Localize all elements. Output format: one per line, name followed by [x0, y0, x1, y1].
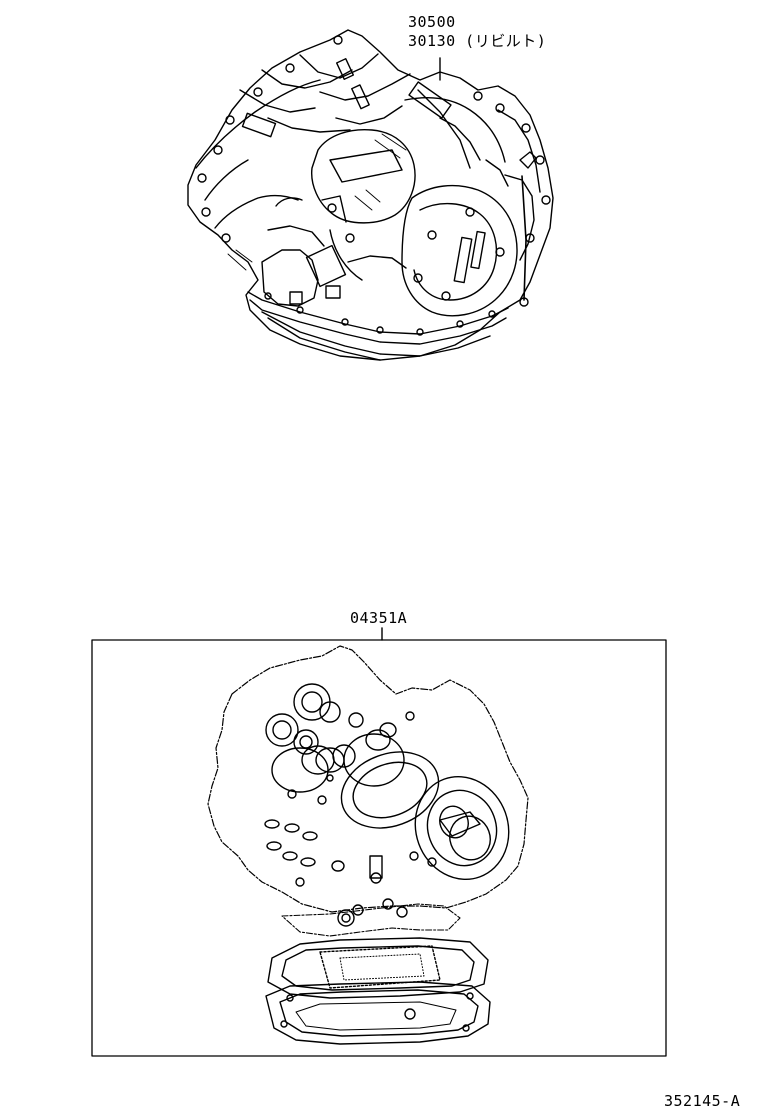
transmission-part-number-1: 30500	[408, 13, 456, 31]
diagram-code: 352145-A	[664, 1092, 741, 1110]
transmission-part-number-2: 30130 (リビルト)	[408, 32, 547, 50]
overhaul-kit-part-number: 04351A	[350, 609, 408, 627]
kit-frame	[91, 639, 667, 1057]
transaxle-assembly-illustration	[187, 29, 554, 361]
gasket-kit-illustration	[207, 645, 529, 1045]
